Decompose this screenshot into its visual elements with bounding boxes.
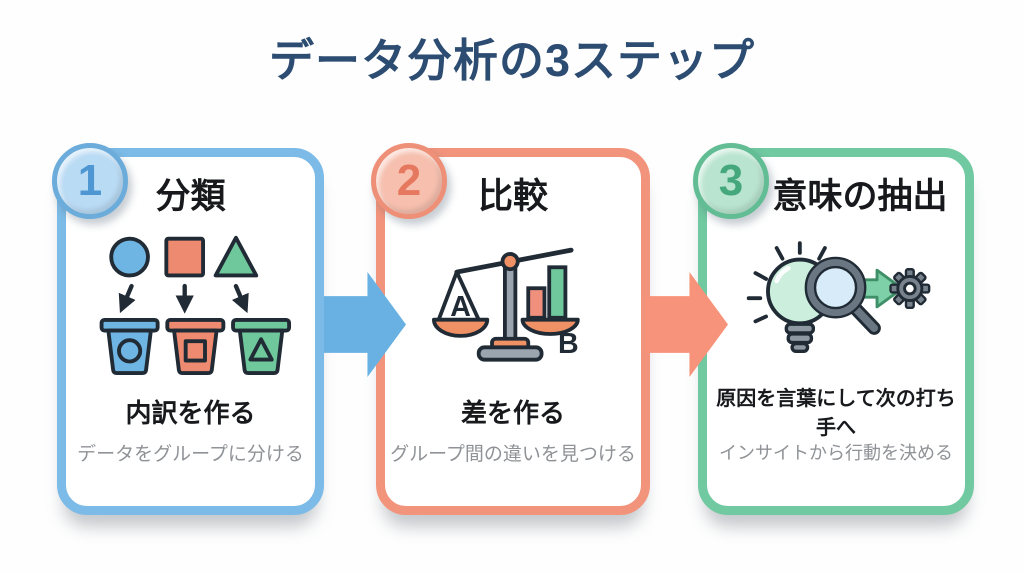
step-title: 比較 xyxy=(477,177,548,216)
sorting-icon-svg xyxy=(99,235,292,375)
step-heading: 差を作る xyxy=(460,397,565,428)
square-shape-icon xyxy=(164,236,205,277)
step-card-classification: 1 分類 xyxy=(52,143,324,515)
step-card-comparison: 2 比較 A xyxy=(371,143,650,515)
salmon-bin-icon xyxy=(165,317,226,375)
step-card-meaning-extraction: 3 意味の抽出 xyxy=(693,143,974,515)
circle-shape-icon xyxy=(109,236,150,277)
step-3-number-badge: 3 xyxy=(693,143,769,219)
lightbulb-magnifier-gear-icon xyxy=(707,227,965,379)
magnifier-icon xyxy=(804,256,881,335)
green-bin-icon xyxy=(231,317,292,375)
step-caption: グループ間の違いを見つける xyxy=(390,444,636,465)
scale-right-pan-icon: B xyxy=(520,265,580,360)
triangle-shape-icon xyxy=(213,235,259,277)
step-title: 意味の抽出 xyxy=(772,177,948,216)
step-title: 分類 xyxy=(155,177,226,216)
step-caption: データをグループに分ける xyxy=(77,444,304,465)
step-caption: インサイトから行動を決める xyxy=(719,443,953,463)
step-number: 1 xyxy=(77,156,103,205)
light-rays-icon xyxy=(746,240,827,323)
scale-right-label: B xyxy=(558,328,579,360)
scale-left-label: A xyxy=(450,291,471,323)
scale-left-pan-icon: A xyxy=(432,271,490,338)
step-1-number-badge: 1 xyxy=(52,143,128,219)
step-number: 3 xyxy=(718,156,744,205)
down-arrows-icon xyxy=(118,283,249,314)
scale-post-icon xyxy=(476,252,544,362)
balance-scale-icon: A B xyxy=(385,227,641,379)
insight-icon-svg xyxy=(746,240,930,353)
blue-bin-icon xyxy=(99,317,160,375)
gear-icon xyxy=(888,267,930,309)
step-heading: 内訳を作る xyxy=(125,397,256,428)
step-heading: 原因を言葉にして次の打ち手へ xyxy=(716,388,956,439)
step-number: 2 xyxy=(396,156,422,205)
shapes-sorted-into-bins-icon xyxy=(66,227,315,379)
step-2-number-badge: 2 xyxy=(371,143,447,219)
page-title: データ分析の3ステップ xyxy=(268,35,756,86)
scale-icon-svg: A B xyxy=(432,247,580,362)
